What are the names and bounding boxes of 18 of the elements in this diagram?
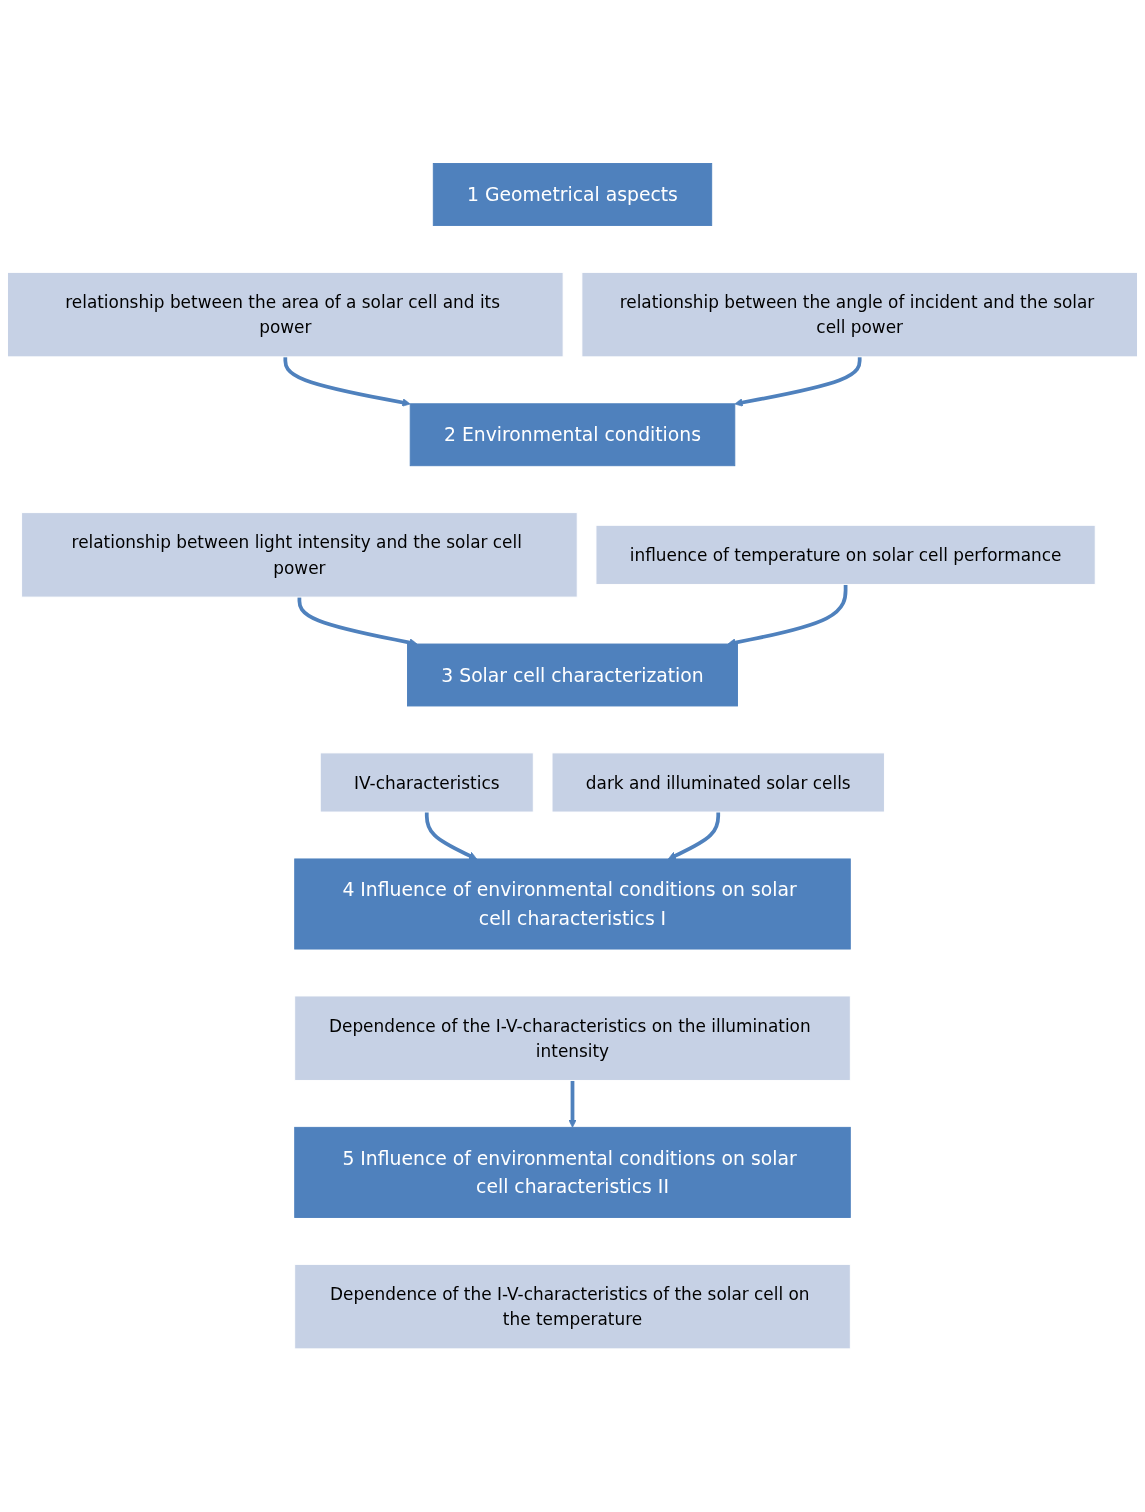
node-box: relationship between the area of a solar cell and its power <box>7 271 564 358</box>
node-box: relationship between light intensity and the solar cell power <box>21 512 578 598</box>
node-box: 3 Solar cell characterization <box>407 643 738 707</box>
node-box: Dependence of the I-V-characteristics of the solar cell on the temperature <box>294 1263 851 1350</box>
arrow <box>727 584 848 647</box>
arrow <box>424 811 478 860</box>
arrow <box>667 811 721 860</box>
node-box: 1 Geometrical aspects <box>432 162 713 226</box>
node-box: influence of temperature on solar cell performance <box>595 524 1096 585</box>
node-box: IV-characteristics <box>319 752 534 813</box>
node-box: 5 Influence of environmental conditions on solar cell characteristics II <box>294 1126 851 1218</box>
arrow <box>297 596 418 647</box>
node-box: 4 Influence of environmental conditions on solar cell characteristics I <box>294 858 851 950</box>
node-box: 2 Environmental conditions <box>409 403 736 466</box>
arrow <box>568 1080 577 1128</box>
node-box: relationship between the angle of incident and the solar cell power <box>581 271 1138 358</box>
node-box: Dependence of the I-V-characteristics on the illumination intensity <box>294 995 851 1081</box>
node-box: dark and illuminated solar cells <box>551 752 885 813</box>
